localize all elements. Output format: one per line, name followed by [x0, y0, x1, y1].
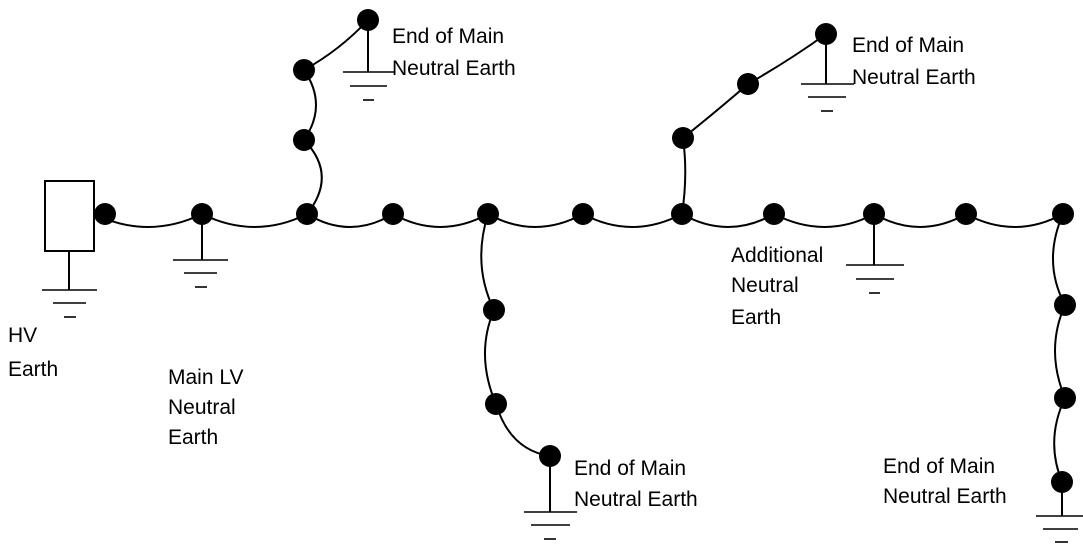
node [94, 203, 116, 225]
additional-earth-symbol [846, 264, 904, 294]
node [357, 9, 379, 31]
node [483, 299, 505, 321]
node [293, 59, 315, 81]
bottom-mid-earth-symbol [524, 511, 577, 540]
node [1052, 203, 1074, 225]
node [1054, 387, 1076, 409]
branch-bottom-right [1052, 213, 1067, 483]
branch-top-right [681, 33, 827, 215]
bottom-right-earth-symbol [1036, 515, 1083, 543]
branch-top-left [302, 19, 369, 215]
label-main-lv-neutral-earth: Main LV Neutral Earth [168, 366, 249, 449]
node [671, 203, 693, 225]
node [572, 203, 594, 225]
label-end-bottom-right: End of Main Neutral Earth [883, 455, 1007, 508]
hv-transformer-box [44, 180, 95, 252]
nodes [94, 9, 1076, 493]
node [863, 203, 885, 225]
top-left-earth-symbol [343, 71, 394, 101]
node [815, 23, 837, 45]
node [485, 393, 507, 415]
node [1054, 294, 1076, 316]
node [672, 127, 694, 149]
node [539, 445, 561, 467]
node [737, 73, 759, 95]
label-end-bottom-mid: End of Main Neutral Earth [574, 457, 698, 511]
node [382, 203, 404, 225]
node [296, 203, 318, 225]
label-end-top-left: End of Main Neutral Earth [392, 25, 516, 80]
node [763, 203, 785, 225]
node [955, 203, 977, 225]
node [477, 203, 499, 225]
label-hv-earth: HV Earth [8, 324, 58, 381]
top-right-earth-symbol [801, 83, 854, 112]
branch-bottom-mid [480, 213, 551, 457]
node [1051, 471, 1073, 493]
node [293, 129, 315, 151]
label-end-top-right: End of Main Neutral Earth [852, 34, 976, 89]
label-additional-neutral-earth: Additional Neutral Earth [731, 244, 829, 329]
hv-earth-symbol [42, 289, 97, 318]
main-lv-earth-symbol [173, 259, 228, 288]
node [191, 203, 213, 225]
